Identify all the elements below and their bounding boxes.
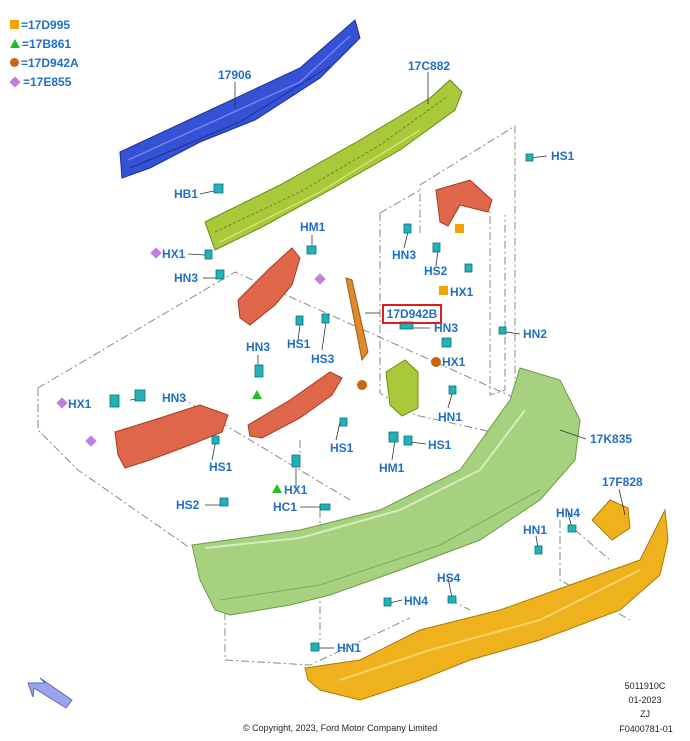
label-hm1-top: HM1 — [300, 220, 326, 234]
fastener-hn3-left-marker — [215, 269, 225, 280]
label-hx1-lower: HX1 — [68, 397, 92, 411]
label-hn1-lower: HN1 — [337, 641, 361, 655]
label-hs1-center: HS1 — [330, 441, 354, 455]
label-17906: 17906 — [218, 68, 252, 82]
label-hn3-left: HN3 — [174, 271, 198, 285]
fastener-hc1-marker — [319, 503, 331, 511]
copyright-text: © Copyright, 2023, Ford Motor Company Li… — [243, 723, 438, 733]
label-hx1-right: HX1 — [450, 285, 474, 299]
label-hx1-left: HX1 — [162, 247, 186, 261]
fastener-hs2-top-marker — [432, 242, 441, 253]
fastener-hn3-top-marker — [403, 223, 412, 234]
label-hn4-right: HN4 — [556, 506, 580, 520]
label-hs1-top: HS1 — [551, 149, 575, 163]
triangle-icon — [10, 39, 20, 48]
fastener-hn1-lower-marker — [310, 642, 320, 652]
label-hs1-mid: HS1 — [287, 337, 311, 351]
label-hs2-lower: HS2 — [176, 498, 200, 512]
legend-item-17b861: =17B861 — [10, 37, 71, 51]
label-hc1: HC1 — [273, 500, 297, 514]
fastener-hn1-center-marker — [448, 385, 457, 395]
label-hn3-top: HN3 — [392, 248, 416, 262]
fastener-hx1-lower-marker — [109, 394, 120, 408]
label-hm1-lower: HM1 — [379, 461, 405, 475]
square-icon — [10, 20, 19, 29]
callout-17d942b: 17D942B — [382, 304, 442, 324]
label-hn2: HN2 — [523, 327, 547, 341]
part-17k835-shape — [191, 367, 581, 616]
fastener-hs1-green-marker — [403, 435, 413, 446]
fastener-hx1-bottom-marker — [291, 454, 301, 468]
fastener-hx1-left-marker — [204, 249, 213, 260]
part-labels: 17906 17C882 17K835 17F828 HS1 HB1 HM1 H… — [68, 59, 643, 655]
part-17d942b-shape — [345, 277, 369, 362]
circle-icon — [10, 58, 19, 67]
label-17k835: 17K835 — [590, 432, 632, 446]
fastener-hs1-lower-marker — [211, 435, 220, 445]
part-17c882-shape — [204, 79, 463, 251]
fastener-hm1-top-marker — [306, 245, 317, 255]
fastener-hx1-right-marker — [464, 263, 473, 273]
part-17f828-shape — [304, 508, 669, 701]
fastener-hs4-marker — [447, 595, 457, 604]
drawing-code: 5011910C — [624, 681, 666, 691]
label-hx1-bottom: HX1 — [284, 483, 308, 497]
label-hn1-center: HN1 — [438, 410, 462, 424]
label-hs4: HS4 — [437, 571, 461, 585]
fastener-hx1-center-marker — [441, 337, 452, 348]
label-hx1-center: HX1 — [442, 355, 466, 369]
legend-item-17d995: =17D995 — [10, 18, 70, 32]
fastener-hn4-right-marker — [567, 524, 577, 533]
label-hn3-lower: HN3 — [162, 391, 186, 405]
front-direction-arrow-icon — [27, 677, 73, 709]
fastener-hb1-marker — [213, 183, 224, 194]
label-hn3-center: HN3 — [434, 321, 458, 335]
fastener-hs3-marker — [321, 313, 330, 324]
fastener-hs1-mid-marker — [295, 315, 304, 326]
legend-item-17d942a: =17D942A — [10, 56, 79, 70]
fastener-hs1-center-marker — [339, 417, 348, 427]
label-hn1-right: HN1 — [523, 523, 547, 537]
fastener-hn3-mid-marker — [254, 364, 264, 378]
label-hs1-lower: HS1 — [209, 460, 233, 474]
fastener-hs1-top-marker — [525, 153, 534, 162]
bracket-left-lower-shape — [114, 404, 229, 469]
fastener-markers — [109, 153, 577, 652]
bracket-left-upper-shape — [237, 247, 301, 326]
label-hs1-green: HS1 — [428, 438, 452, 452]
label-17f828: 17F828 — [602, 475, 643, 489]
label-hs2-top: HS2 — [424, 264, 448, 278]
fastener-hs2-lower-marker — [219, 497, 229, 507]
drawing-initials: ZJ — [640, 709, 650, 719]
bracket-right-shape — [435, 179, 493, 227]
label-hn3-mid: HN3 — [246, 340, 270, 354]
label-hn4-lower: HN4 — [404, 594, 428, 608]
drawing-date: 01-2023 — [628, 695, 662, 705]
label-hs3: HS3 — [311, 352, 335, 366]
part-17906-shape — [119, 19, 361, 179]
label-hb1: HB1 — [174, 187, 198, 201]
fastener-hn2-marker — [498, 326, 507, 335]
bracket-center-shape — [247, 371, 343, 439]
fastener-hn3-lower-marker — [134, 389, 146, 402]
bracket-green-shape — [385, 359, 419, 417]
part-17f828-flap-shape — [591, 499, 631, 541]
fastener-hm1-lower-marker — [388, 431, 399, 443]
figure-number: F0400781-01 — [619, 724, 673, 734]
fastener-hn4-lower-marker — [383, 597, 392, 607]
fastener-hn1-right-marker — [534, 545, 543, 555]
label-17c882: 17C882 — [408, 59, 450, 73]
legend-item-17e855: =17E855 — [9, 75, 71, 89]
